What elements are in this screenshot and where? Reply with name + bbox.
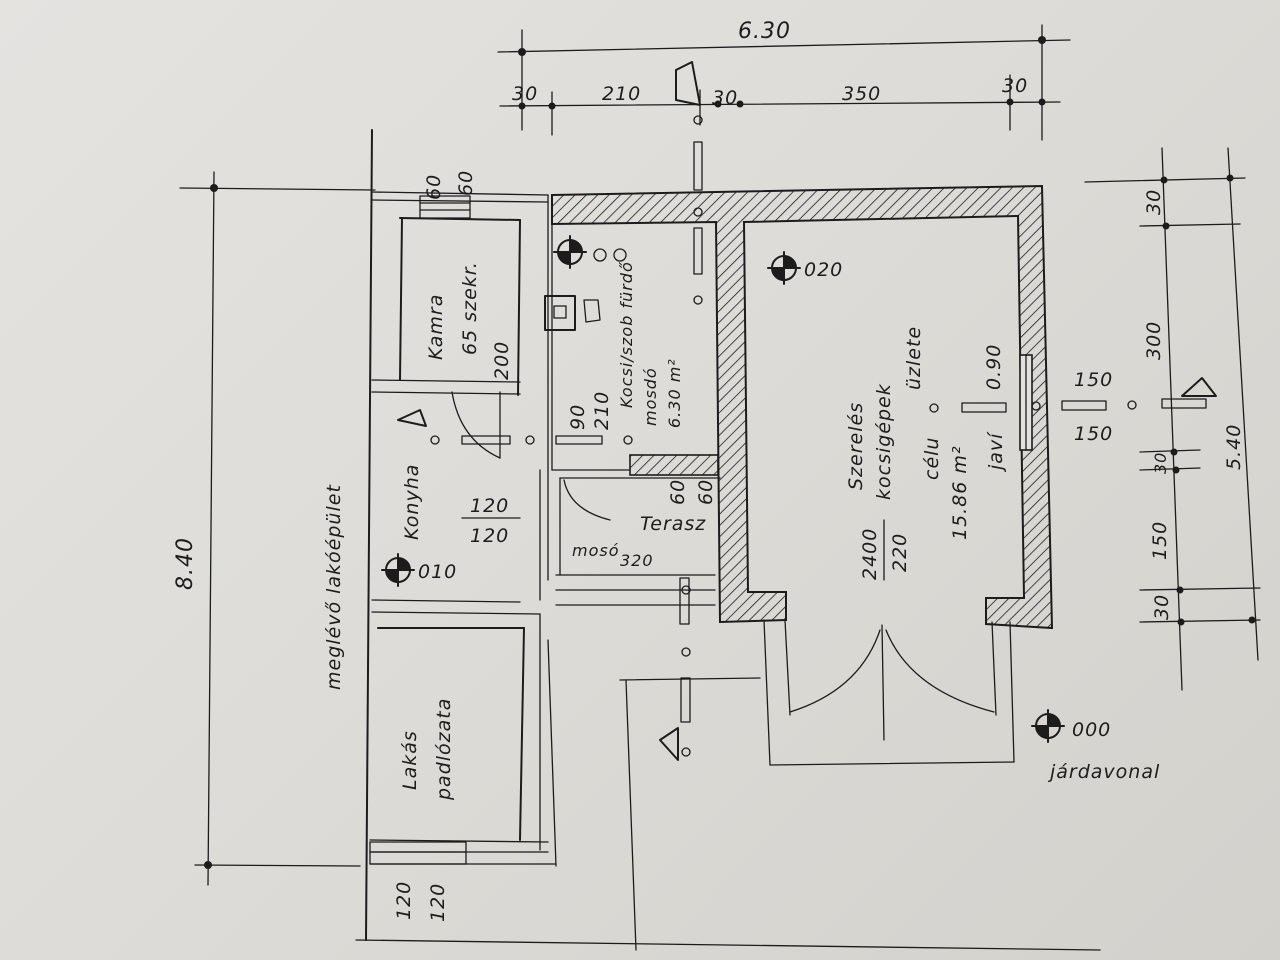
outlet-symbol-icon — [767, 251, 801, 285]
right-seg-5: 30 — [1151, 594, 1173, 620]
fozo-name: Kocsi/szob fürdő — [617, 261, 636, 408]
right-level: 5.40 — [1223, 424, 1245, 470]
nappali-name-2: kocsigépek — [873, 383, 895, 500]
top-seg-4: 350 — [842, 83, 881, 105]
right-dimension-chain: 30 300 30 150 30 5.40 — [1084, 147, 1261, 691]
right-seg-3: 30 — [1151, 452, 1170, 474]
nappali-sub: célu — [921, 437, 943, 480]
nappali-height-b: 220 — [889, 533, 911, 572]
bottom-width-a: 120 — [393, 881, 415, 920]
outlet-symbol-icon — [553, 235, 627, 269]
outlet-symbol-icon — [381, 553, 415, 587]
bottom-dimension-line — [355, 939, 1101, 951]
top-seg-1: 30 — [512, 83, 538, 105]
fozo-size: mosdó — [641, 367, 660, 426]
labels: 60 60 Kamra 65 szekr. 200 Konyha 120 120… — [323, 170, 1160, 922]
fozo-door-a: 90 — [567, 404, 589, 430]
lakas-sub: padlózata — [433, 698, 455, 801]
konyha-outlet: 010 — [418, 561, 457, 583]
nappali-area: 15.86 m² — [949, 445, 971, 540]
left-total-dimension: 8.40 — [173, 537, 198, 590]
konyha-door-b: 120 — [470, 525, 509, 547]
left-wing-walls — [365, 129, 557, 941]
lakas-name: Lakás — [399, 730, 421, 790]
kamra-size-b: 200 — [491, 341, 513, 380]
top-total-dimension: 6.30 — [738, 19, 791, 44]
sink-icon — [544, 295, 576, 331]
section-marker-left-icon — [397, 409, 427, 427]
nappali-win-a: 0.90 — [983, 344, 1005, 390]
terasz-door-b: 60 — [695, 479, 717, 505]
nappali-name-3: üzlete — [903, 326, 925, 390]
kamra-name: Kamra — [425, 294, 447, 360]
konyha-door-a: 120 — [470, 495, 509, 517]
section-marker-right-icon — [1181, 377, 1217, 397]
nappali-name-1: Szerelés — [845, 402, 867, 490]
terasz-name: Terasz — [640, 513, 706, 535]
top-dimension-chain: 6.30 30 210 30 350 30 — [497, 19, 1071, 141]
path-note: járdavonal — [1047, 761, 1160, 783]
side-note: meglévő lakóépület — [323, 484, 345, 690]
toilet-icon — [583, 299, 601, 323]
fozo-door-b: 210 — [591, 391, 613, 430]
wall-right-a: 150 — [1074, 369, 1113, 391]
terasz-sub: mosó — [572, 541, 620, 560]
wall-right-b: 150 — [1074, 423, 1113, 445]
right-seg-1: 30 — [1143, 189, 1165, 215]
bottom-width-b: 120 — [427, 883, 449, 922]
left-dimension: 8.40 — [173, 171, 376, 886]
fozo-area: 6.30 m² — [665, 358, 684, 428]
kamra-top-b: 60 — [455, 170, 477, 196]
terasz-size: 320 — [620, 551, 654, 570]
exterior-outlet: 000 — [1072, 719, 1111, 741]
top-seg-2: 210 — [602, 83, 641, 105]
nappali-win-b: javí — [985, 431, 1007, 473]
terasz-door-a: 60 — [667, 479, 689, 505]
nappali-outlet: 020 — [804, 259, 843, 281]
top-seg-5: 30 — [1002, 75, 1028, 97]
kamra-top-a: 60 — [423, 174, 445, 200]
right-seg-4: 150 — [1149, 521, 1171, 560]
konyha-name: Konyha — [401, 464, 423, 540]
top-seg-3: 30 — [712, 87, 738, 109]
nappali-height-a: 2400 — [859, 528, 881, 580]
right-seg-2: 300 — [1143, 321, 1165, 360]
outlet-symbol-icon — [1031, 709, 1065, 743]
kamra-size-a: 65 szekr. — [459, 261, 481, 355]
section-marker-icon — [675, 61, 701, 106]
section-lines — [397, 115, 1207, 761]
outlet-symbols — [381, 235, 1065, 743]
section-marker-bottom-icon — [659, 727, 679, 761]
